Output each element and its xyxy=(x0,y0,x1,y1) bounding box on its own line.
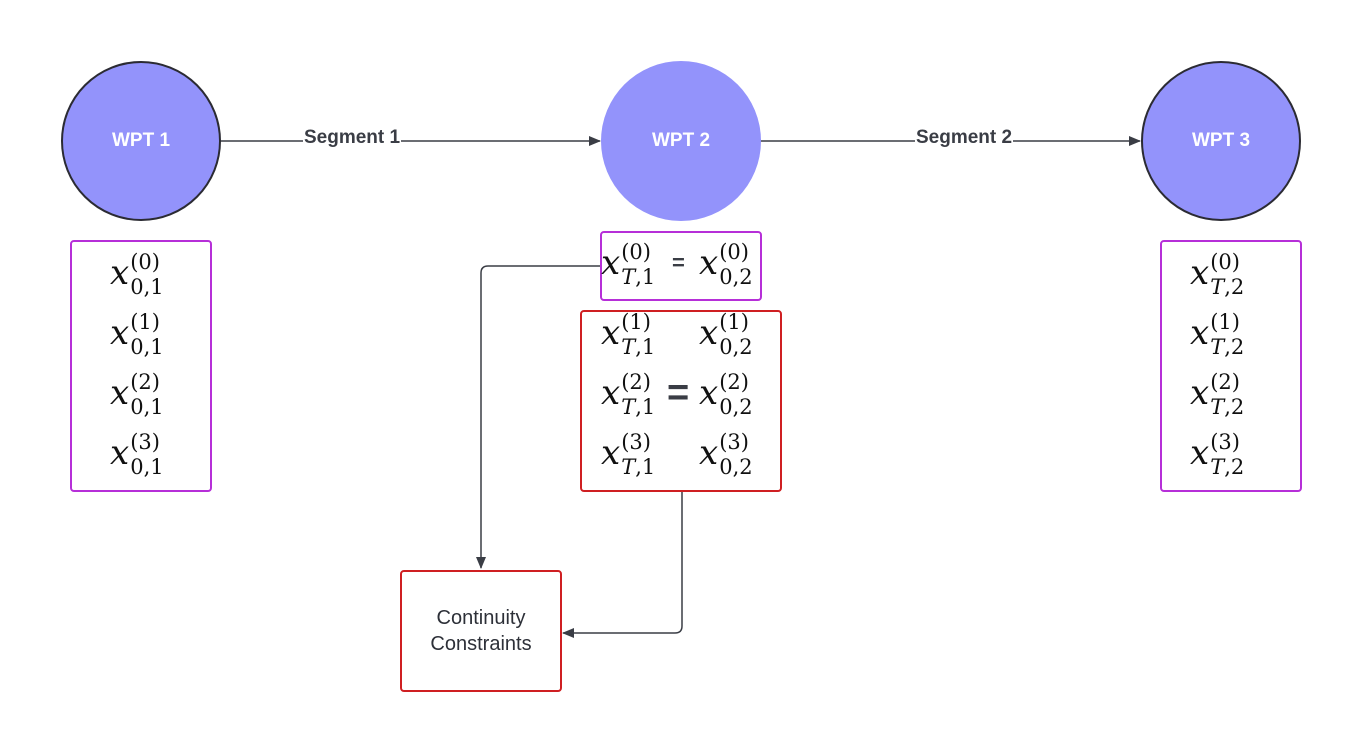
wpt2-block-to-constraints-arrow xyxy=(562,491,683,638)
wpt-3-var-0: x(0)T,2 xyxy=(1190,250,1245,299)
position-equals-sign: = xyxy=(672,250,685,275)
wpt-3-var-2: x(2)T,2 xyxy=(1190,370,1245,419)
wpt-3-var-1: x(1)T,2 xyxy=(1190,310,1245,359)
segment-1-label: Segment 1 xyxy=(303,127,402,149)
wpt-1-node: WPT 1 xyxy=(61,61,221,221)
wpt-3-state-box xyxy=(1160,240,1302,492)
derivative-lhs-var-1: x(2)T,1 xyxy=(601,370,656,419)
derivative-lhs-var-0: x(1)T,1 xyxy=(601,310,656,359)
continuity-constraints-label: Continuity Constraints xyxy=(400,570,562,692)
derivative-equality-box xyxy=(580,310,782,492)
wpt-3-var-3: x(3)T,2 xyxy=(1190,430,1245,479)
derivative-equals-sign: = xyxy=(667,372,690,414)
wpt-2-label: WPT 2 xyxy=(651,130,711,151)
position-lhs-var: x(0)T,1 xyxy=(601,240,656,289)
derivative-rhs-var-2: x(3)0,2 xyxy=(699,430,753,479)
wpt-1-var-3: x(3)0,1 xyxy=(110,430,164,479)
wpt-1-var-1: x(1)0,1 xyxy=(110,310,164,359)
constraints-line-1: Continuity xyxy=(436,607,526,629)
wpt-3-label: WPT 3 xyxy=(1191,130,1251,151)
constraints-line-2: Constraints xyxy=(430,633,532,655)
wpt-3-node: WPT 3 xyxy=(1141,61,1301,221)
wpt-2-node: WPT 2 xyxy=(601,61,761,221)
segment-2-label: Segment 2 xyxy=(915,127,1014,149)
wpt-1-var-0: x(0)0,1 xyxy=(110,250,164,299)
derivative-rhs-var-1: x(2)0,2 xyxy=(699,370,753,419)
wpt-1-label: WPT 1 xyxy=(111,130,171,151)
continuity-constraints-box xyxy=(400,570,562,692)
position-rhs-var: x(0)0,2 xyxy=(699,240,753,289)
derivative-rhs-var-0: x(1)0,2 xyxy=(699,310,753,359)
position-equality-box xyxy=(600,231,762,301)
wpt-1-state-box xyxy=(70,240,212,492)
wpt2-top-to-constraints-arrow xyxy=(476,265,602,569)
derivative-lhs-var-2: x(3)T,1 xyxy=(601,430,656,479)
wpt-1-var-2: x(2)0,1 xyxy=(110,370,164,419)
